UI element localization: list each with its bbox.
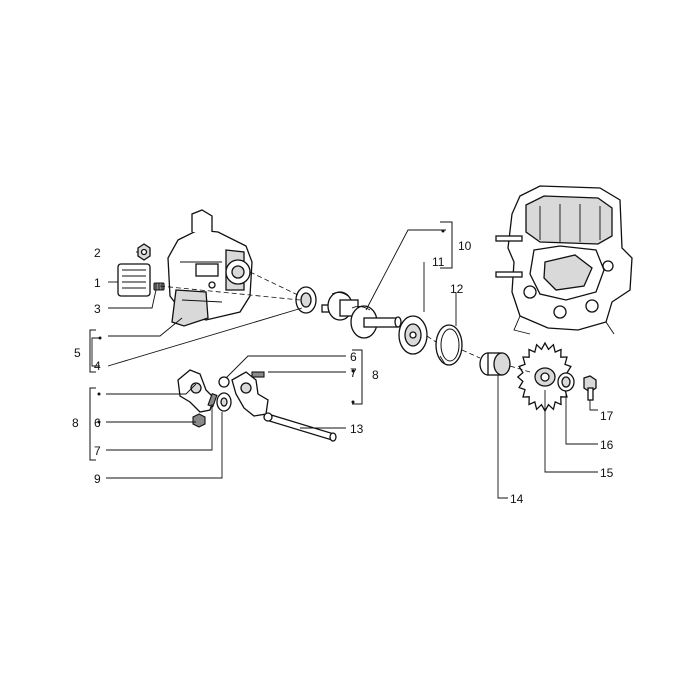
callout-16: 16 [600,438,614,452]
part-9-washer [216,392,232,412]
callout-14: 14 [510,492,524,506]
callout-12: 12 [450,282,464,296]
cylinder-head [495,185,633,335]
part-7-screw-right [251,371,265,378]
callout-15: 15 [600,466,614,480]
group-brackets [89,221,453,461]
callout-11: 11 [432,255,445,269]
leader-lines [91,229,598,499]
part-7-screw-left [207,392,218,408]
callout-2: 2 [94,246,101,260]
callout-8-right: 8 [372,368,379,382]
part-17-bolt [583,375,597,401]
callout-17: 17 [600,409,614,423]
part-1-reed-plate [117,263,151,297]
callout-1: 1 [94,276,101,290]
part-6-nut-left [192,413,206,428]
callout-8-left: 8 [72,416,79,430]
part-11-bearing [398,315,428,355]
part-13-rocker-shaft [263,412,337,442]
callout-13: 13 [350,422,364,436]
part-10-camshaft [321,291,402,339]
callout-3: 3 [94,302,101,316]
part-14-bushing [479,352,511,376]
part-8-rocker-arm-right [231,371,269,417]
assembly-axes [159,271,531,373]
callout-labels: 2 1 3 5 4 8 6 7 9 10 11 12 6 7 8 13 17 1… [72,239,614,506]
part-12-circlip [435,324,463,366]
callout-10: 10 [458,239,472,253]
callout-5: 5 [74,346,81,360]
callout-4: 4 [94,359,101,373]
callout-9: 9 [94,472,101,486]
part-15-sprocket [516,341,574,413]
callout-7-left: 7 [94,444,101,458]
part-6-nut-right [218,376,230,388]
callout-6-right: 6 [350,350,357,364]
part-16-washer [557,372,575,392]
rocker-support [167,209,253,327]
callout-7-right: 7 [350,366,357,380]
callout-6-left: 6 [94,416,101,430]
